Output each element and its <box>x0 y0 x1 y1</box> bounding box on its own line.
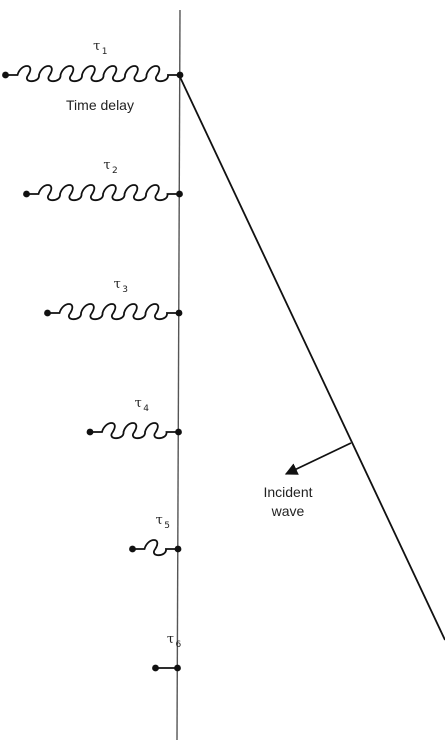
terminal-dot-left-5 <box>129 545 136 553</box>
incident-wavefront <box>179 76 445 641</box>
tau-subscript-3: 3 <box>122 285 128 295</box>
array-axis <box>176 9 181 741</box>
tau-label-6: τ <box>167 632 174 647</box>
delay-line-1 <box>5 65 180 83</box>
terminal-dot-right-6 <box>174 664 181 672</box>
terminal-dot-left-6 <box>152 664 159 672</box>
tau-subscript-4: 4 <box>143 404 149 414</box>
delay-line-5 <box>132 539 178 557</box>
tau-label-4: τ <box>135 396 142 411</box>
terminal-dot-right-2 <box>176 190 183 198</box>
terminal-dot-left-3 <box>44 309 51 317</box>
tau-subscript-6: 6 <box>176 640 182 650</box>
delay-line-3 <box>47 303 179 321</box>
tau-subscript-5: 5 <box>164 521 170 531</box>
terminal-dot-right-1 <box>176 71 184 79</box>
incident-wave-label-line2: wave <box>271 503 305 519</box>
delay-line-2 <box>26 184 180 202</box>
terminal-dot-right-4 <box>175 428 182 436</box>
incident-wave-arrow <box>284 442 352 475</box>
incident-wave-label-line1: Incident <box>263 484 312 500</box>
delay-line-4 <box>90 422 179 440</box>
tau-subscript-1: 1 <box>102 47 108 57</box>
terminal-dot-left-1 <box>2 71 9 79</box>
tau-subscript-2: 2 <box>112 166 118 176</box>
tau-label-2: τ <box>103 158 110 173</box>
terminal-dot-right-3 <box>175 309 183 317</box>
tau-label-1: τ <box>93 39 100 54</box>
terminal-dot-left-2 <box>23 190 30 198</box>
terminal-dot-right-5 <box>174 545 182 553</box>
tau-label-5: τ <box>156 513 163 528</box>
tau-label-3: τ <box>114 277 121 292</box>
terminal-dot-left-4 <box>86 428 94 436</box>
time-delay-label: Time delay <box>66 97 134 113</box>
